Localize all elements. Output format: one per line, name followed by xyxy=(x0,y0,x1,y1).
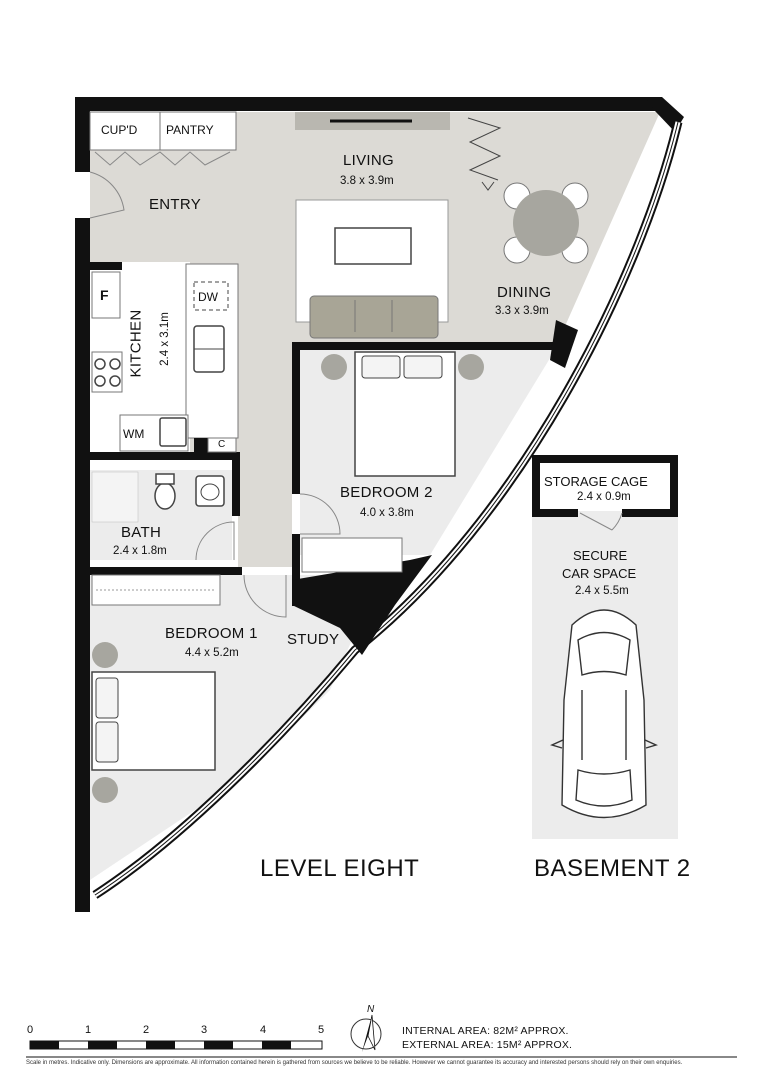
wardrobe2 xyxy=(301,537,403,573)
pantry-box xyxy=(89,111,237,151)
left-wall-upper xyxy=(75,97,90,172)
living-dimensions: 3.8 x 3.9m xyxy=(340,175,394,187)
bedroom2-dimensions: 4.0 x 3.8m xyxy=(360,507,414,519)
bath-top-wall xyxy=(90,452,240,460)
dishwasher-outline xyxy=(193,281,229,311)
fridge-label: F xyxy=(100,287,109,303)
bedroom1-door-swing xyxy=(243,574,287,618)
storage-cage-dimensions: 2.4 x 0.9m xyxy=(577,491,631,503)
pantry-doors xyxy=(94,151,231,166)
bedroom1-label: BEDROOM 1 xyxy=(165,625,258,642)
car-icon xyxy=(550,609,658,819)
coffee-table xyxy=(334,227,412,265)
kitchen-label: KITCHEN xyxy=(127,309,145,378)
study-wedge-wall xyxy=(292,555,432,655)
cupd-label: CUP'D xyxy=(101,123,138,137)
burner-icon xyxy=(94,375,106,387)
left-bottom-corner xyxy=(75,880,90,912)
kitchen-pillar xyxy=(194,438,208,452)
toilet-icon xyxy=(154,482,176,510)
bedroom2-left-wall-lower xyxy=(292,534,300,606)
scale-tick-4: 4 xyxy=(260,1024,267,1036)
bedroom2-left-wall-upper xyxy=(292,342,300,494)
washing-machine-label: WM xyxy=(123,427,145,441)
entry-door-swing xyxy=(89,171,125,219)
arrow-down-icon xyxy=(481,181,495,191)
shower-area xyxy=(91,471,139,523)
bedroom2-door-swing xyxy=(299,493,341,535)
disclaimer: Scale in metres. Indicative only. Dimens… xyxy=(26,1060,683,1066)
burner-icon xyxy=(109,375,121,387)
bath-right-wall xyxy=(232,452,240,516)
dining-dimensions: 3.3 x 3.9m xyxy=(495,305,549,317)
scale-tick-2: 2 xyxy=(143,1024,150,1036)
kitchen-top-wall xyxy=(90,262,122,270)
storage-bottom-wall-right xyxy=(622,509,678,517)
basin-icon xyxy=(195,475,225,507)
balcony-door-fold xyxy=(467,117,502,181)
level-eight-title: LEVEL EIGHT xyxy=(260,855,420,882)
bedroom2-label: BEDROOM 2 xyxy=(340,484,433,501)
compass-icon xyxy=(350,1014,382,1052)
entry-label: ENTRY xyxy=(149,196,202,213)
dining-wall-end xyxy=(550,320,578,368)
pantry-label: PANTRY xyxy=(166,123,214,137)
car-space-top-wall xyxy=(532,455,678,463)
storage-cage xyxy=(540,463,670,511)
dining-table-icon xyxy=(513,190,579,256)
cupboard-box xyxy=(207,437,237,453)
lamp-icon xyxy=(458,354,484,380)
car-space-label-line2: CAR SPACE xyxy=(562,566,637,581)
storage-door-swing xyxy=(579,512,623,531)
scale-bar xyxy=(29,1040,323,1050)
car-space-dimensions: 2.4 x 5.5m xyxy=(575,585,629,597)
bedroom1-floor xyxy=(90,575,352,880)
bedroom1-top-wall xyxy=(90,567,242,575)
car-space-label-line1: SECURE xyxy=(573,548,628,563)
dining-label: DINING xyxy=(497,284,552,301)
burner-icon xyxy=(109,358,121,370)
pillow-icon xyxy=(95,721,119,763)
kitchen-dimensions: 2.4 x 3.1m xyxy=(158,312,171,366)
scale-tick-1: 1 xyxy=(85,1024,92,1036)
internal-area: INTERNAL AREA: 82M² APPROX. xyxy=(402,1025,569,1037)
car-space-left-wall xyxy=(532,455,540,517)
study-label: STUDY xyxy=(287,631,340,648)
toilet-cistern xyxy=(155,473,175,485)
laundry-tub-icon xyxy=(159,417,187,447)
lamp-icon xyxy=(321,354,347,380)
car-space-right-wall xyxy=(670,455,678,517)
pillow-icon xyxy=(361,355,401,379)
storage-bottom-wall-left xyxy=(532,509,578,517)
bedroom2-top-wall xyxy=(292,342,558,350)
scale-tick-3: 3 xyxy=(201,1024,208,1036)
pillow-icon xyxy=(95,677,119,719)
bedroom1-dimensions: 4.4 x 5.2m xyxy=(185,647,239,659)
storage-cage-label: STORAGE CAGE xyxy=(544,474,648,489)
fridge-outline xyxy=(91,271,121,319)
scale-tick-5: 5 xyxy=(318,1024,325,1036)
cupboard-label: C xyxy=(218,439,226,450)
living-label: LIVING xyxy=(343,152,394,169)
scale-tick-0: 0 xyxy=(27,1024,34,1036)
lamp-icon xyxy=(92,777,118,803)
compass-north-label: N xyxy=(367,1004,375,1015)
top-wall xyxy=(75,97,655,111)
dishwasher-label: DW xyxy=(198,290,218,304)
external-area: EXTERNAL AREA: 15M² APPROX. xyxy=(402,1039,573,1051)
burner-icon xyxy=(94,358,106,370)
basin-bowl xyxy=(200,483,220,501)
lamp-icon xyxy=(92,642,118,668)
sofa-icon xyxy=(309,295,439,339)
bath-label: BATH xyxy=(121,524,162,541)
basement-title: BASEMENT 2 xyxy=(534,855,691,882)
pillow-icon xyxy=(403,355,443,379)
bath-door-swing xyxy=(195,521,235,561)
left-wall-lower xyxy=(75,218,90,912)
curved-facade-line xyxy=(94,121,679,896)
bath-dimensions: 2.4 x 1.8m xyxy=(113,545,167,557)
